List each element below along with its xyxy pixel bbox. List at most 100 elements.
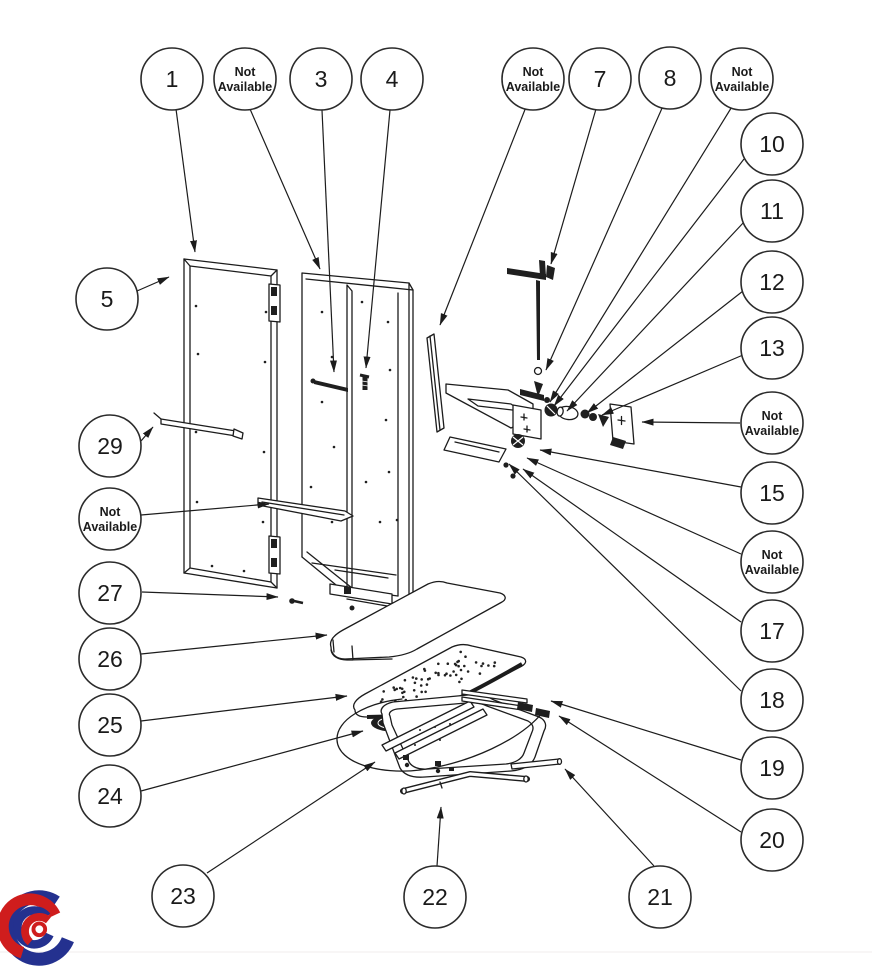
- lower-rod: [510, 758, 563, 770]
- cabinet-screw-holes: [309, 300, 399, 524]
- callout-label-15-13: 15: [759, 480, 785, 506]
- callout-11-9: 11: [740, 179, 804, 243]
- ironing-board-top: [329, 580, 506, 661]
- leader-line-10-8: [553, 158, 745, 407]
- callout-19-17: 19: [740, 736, 804, 800]
- leader-line-3-2: [321, 109, 337, 373]
- leader-line-24-22: [140, 730, 364, 792]
- callout-circle-5-28: [75, 267, 139, 331]
- interior-screw: [359, 373, 370, 390]
- callout-label-8-6: 8: [664, 65, 677, 91]
- leader-line-13-11: [601, 354, 744, 416]
- leader-line-19-17: [550, 700, 742, 761]
- callout-circle-1-0: [140, 47, 204, 111]
- leader-line-15-13: [539, 448, 742, 488]
- callout-circle-24-22: [78, 764, 142, 828]
- callout-label-7-5: 7: [594, 66, 607, 92]
- door-stop-screw: [289, 598, 304, 605]
- callout-circle-18-16: [740, 668, 804, 732]
- callout-circle-23-21: [151, 864, 215, 928]
- leader-line-not-available-1: [249, 108, 321, 270]
- leader-line-17-15: [522, 468, 742, 623]
- callout-8-6: 8: [638, 46, 702, 110]
- mounting-strip: [426, 333, 445, 433]
- leader-line-not-available-14: [526, 457, 742, 555]
- technical-drawing: [0, 258, 872, 953]
- door-hinge-bottom: [268, 535, 281, 575]
- callout-circle-7-5: [568, 47, 632, 111]
- callout-13-11: 13: [740, 316, 804, 380]
- leader-line-4-3: [363, 109, 391, 369]
- callout-label-5-28: 5: [101, 286, 114, 312]
- callout-label-22-20: 22: [422, 884, 448, 910]
- leader-line-22-20: [436, 806, 444, 867]
- callout-label-29-27: 29: [97, 433, 123, 459]
- callout-circle-26-24: [78, 627, 142, 691]
- callout-circle-11-9: [740, 179, 804, 243]
- callout-label-11-9: 11: [760, 198, 784, 224]
- slide-rods: [461, 689, 550, 718]
- callout-circle-12-10: [740, 250, 804, 314]
- leader-line-11-9: [566, 221, 745, 412]
- callout-20-18: 20: [740, 808, 804, 872]
- callout-circle-25-23: [78, 693, 142, 757]
- callout-circle-not-available-4: [501, 47, 565, 111]
- callout-circle-3-2: [289, 47, 353, 111]
- callout-label-19-17: 19: [759, 755, 785, 781]
- hinge-pin-rod: [153, 412, 244, 440]
- callout-circle-17-15: [740, 599, 804, 663]
- callout-7-5: 7: [568, 47, 632, 111]
- board-frame: [336, 694, 547, 778]
- spacer-a: [580, 409, 590, 419]
- leader-line-26-24: [140, 632, 328, 655]
- callout-5-28: 5: [75, 267, 139, 331]
- callout-circle-21-19: [628, 865, 692, 929]
- leader-lines: [136, 104, 745, 874]
- callout-18-16: 18: [740, 668, 804, 732]
- callout-circle-not-available-12: [740, 391, 804, 455]
- callout-12-10: 12: [740, 250, 804, 314]
- callout-22-20: 22: [403, 865, 467, 929]
- spacer-b: [589, 413, 597, 421]
- callout-circle-29-27: [78, 414, 142, 478]
- callout-circle-not-available-1: [213, 47, 277, 111]
- callout-circle-10-8: [740, 112, 804, 176]
- callout-circle-15-13: [740, 461, 804, 525]
- sub-plate: [443, 436, 507, 463]
- pivot-bracket-assembly: [443, 383, 635, 479]
- callout-circle-13-11: [740, 316, 804, 380]
- leader-line-not-available-4: [439, 106, 527, 326]
- leader-line-18-16: [508, 463, 742, 692]
- door-hinge-top: [268, 283, 281, 323]
- leader-line-21-19: [564, 768, 655, 867]
- support-leg: [400, 771, 530, 795]
- callout-23-21: 23: [151, 864, 215, 928]
- callout-25-23: 25: [78, 693, 142, 757]
- cone-fastener: [598, 414, 609, 427]
- callout-label-26-24: 26: [97, 646, 123, 672]
- callout-15-13: 15: [740, 461, 804, 525]
- callout-10-8: 10: [740, 112, 804, 176]
- leader-line-not-available-26: [140, 501, 270, 516]
- callout-label-13-11: 13: [759, 335, 785, 361]
- callout-label-24-22: 24: [97, 783, 123, 809]
- callout-26-24: 26: [78, 627, 142, 691]
- interior-rod: [314, 380, 348, 392]
- callout-label-23-21: 23: [170, 883, 196, 909]
- door-screw-holes: [194, 304, 268, 573]
- callout-24-22: 24: [78, 764, 142, 828]
- callout-label-4-3: 4: [386, 66, 399, 92]
- callout-1-0: 1: [140, 47, 204, 111]
- door-panel: [183, 258, 281, 589]
